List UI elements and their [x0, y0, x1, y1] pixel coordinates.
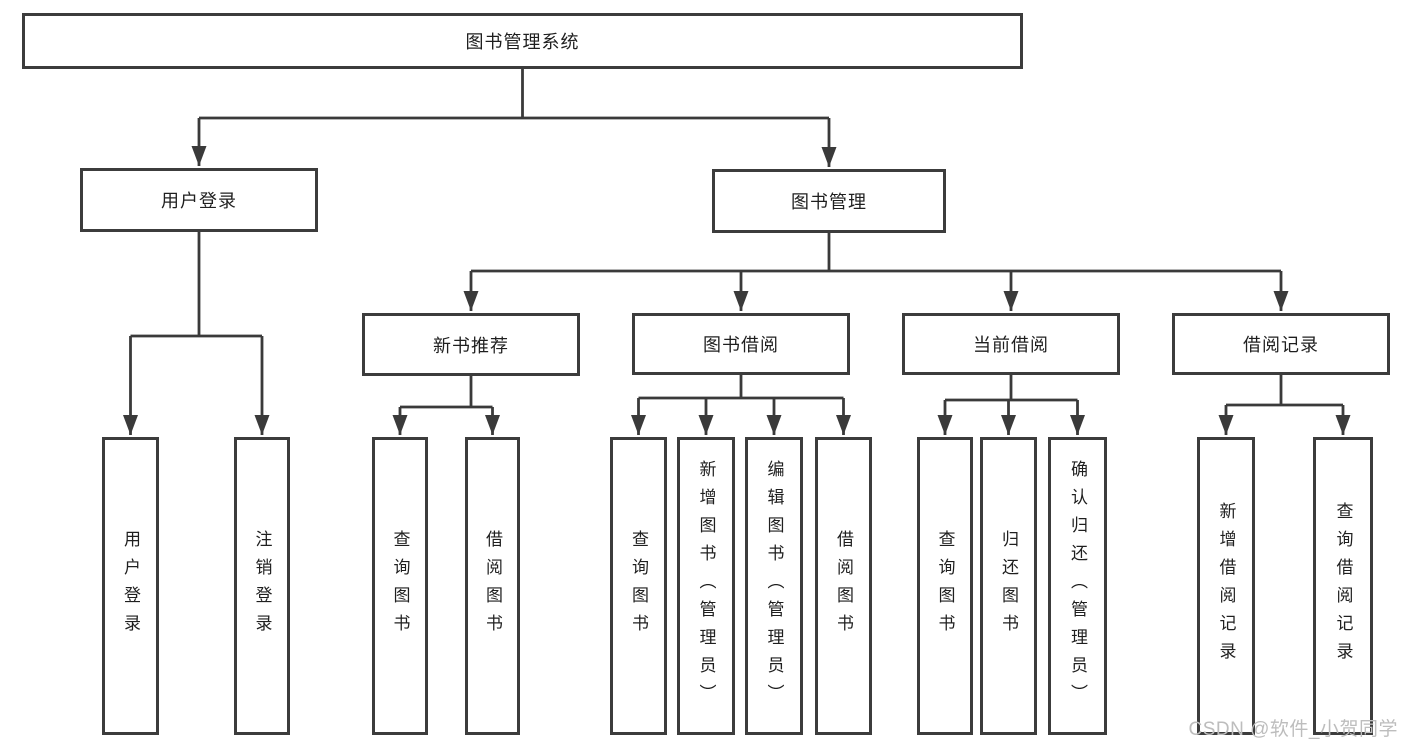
leaf-query-borrow-record: 查询借阅记录	[1313, 437, 1373, 735]
leaf-logout: 注销登录	[234, 437, 290, 735]
leaf-user-login-label: 用户登录	[121, 530, 140, 642]
leaf-recommend-borrow-books: 借阅图书	[465, 437, 520, 735]
leaf-borrowing-query-books-label: 查询图书	[629, 530, 648, 642]
leaf-add-borrow-record: 新增借阅记录	[1197, 437, 1255, 735]
leaf-recommend-borrow-books-label: 借阅图书	[483, 530, 502, 642]
leaf-edit-books-admin-label: 编辑图书（管理员）	[764, 460, 784, 712]
leaf-current-query-books-label: 查询图书	[935, 530, 955, 642]
leaf-query-borrow-record-label: 查询借阅记录	[1333, 502, 1353, 670]
leaf-add-borrow-record-label: 新增借阅记录	[1216, 502, 1236, 670]
leaf-borrowing-query-books: 查询图书	[610, 437, 667, 735]
leaf-current-query-books: 查询图书	[917, 437, 973, 735]
leaf-return-books-label: 归还图书	[999, 530, 1018, 642]
node-book-borrowing: 图书借阅	[632, 313, 850, 375]
leaf-add-books-admin: 新增图书（管理员）	[677, 437, 735, 735]
leaf-logout-label: 注销登录	[252, 530, 272, 642]
leaf-borrowing-borrow-books-label: 借阅图书	[834, 530, 853, 642]
node-borrow-records: 借阅记录	[1172, 313, 1390, 375]
leaf-confirm-return-admin: 确认归还（管理员）	[1048, 437, 1107, 735]
node-user-login: 用户登录	[80, 168, 318, 232]
watermark: CSDN @软件_小贺同学	[1188, 719, 1398, 740]
leaf-add-books-admin-label: 新增图书（管理员）	[696, 460, 716, 712]
leaf-return-books: 归还图书	[980, 437, 1037, 735]
node-root-system: 图书管理系统	[22, 13, 1023, 69]
leaf-user-login: 用户登录	[102, 437, 159, 735]
leaf-edit-books-admin: 编辑图书（管理员）	[745, 437, 803, 735]
node-book-management: 图书管理	[712, 169, 946, 233]
leaf-recommend-query-books-label: 查询图书	[390, 530, 410, 642]
node-new-book-recommend: 新书推荐	[362, 313, 580, 376]
node-current-borrowing: 当前借阅	[902, 313, 1120, 375]
leaf-confirm-return-admin-label: 确认归还（管理员）	[1068, 460, 1087, 712]
leaf-borrowing-borrow-books: 借阅图书	[815, 437, 872, 735]
leaf-recommend-query-books: 查询图书	[372, 437, 428, 735]
